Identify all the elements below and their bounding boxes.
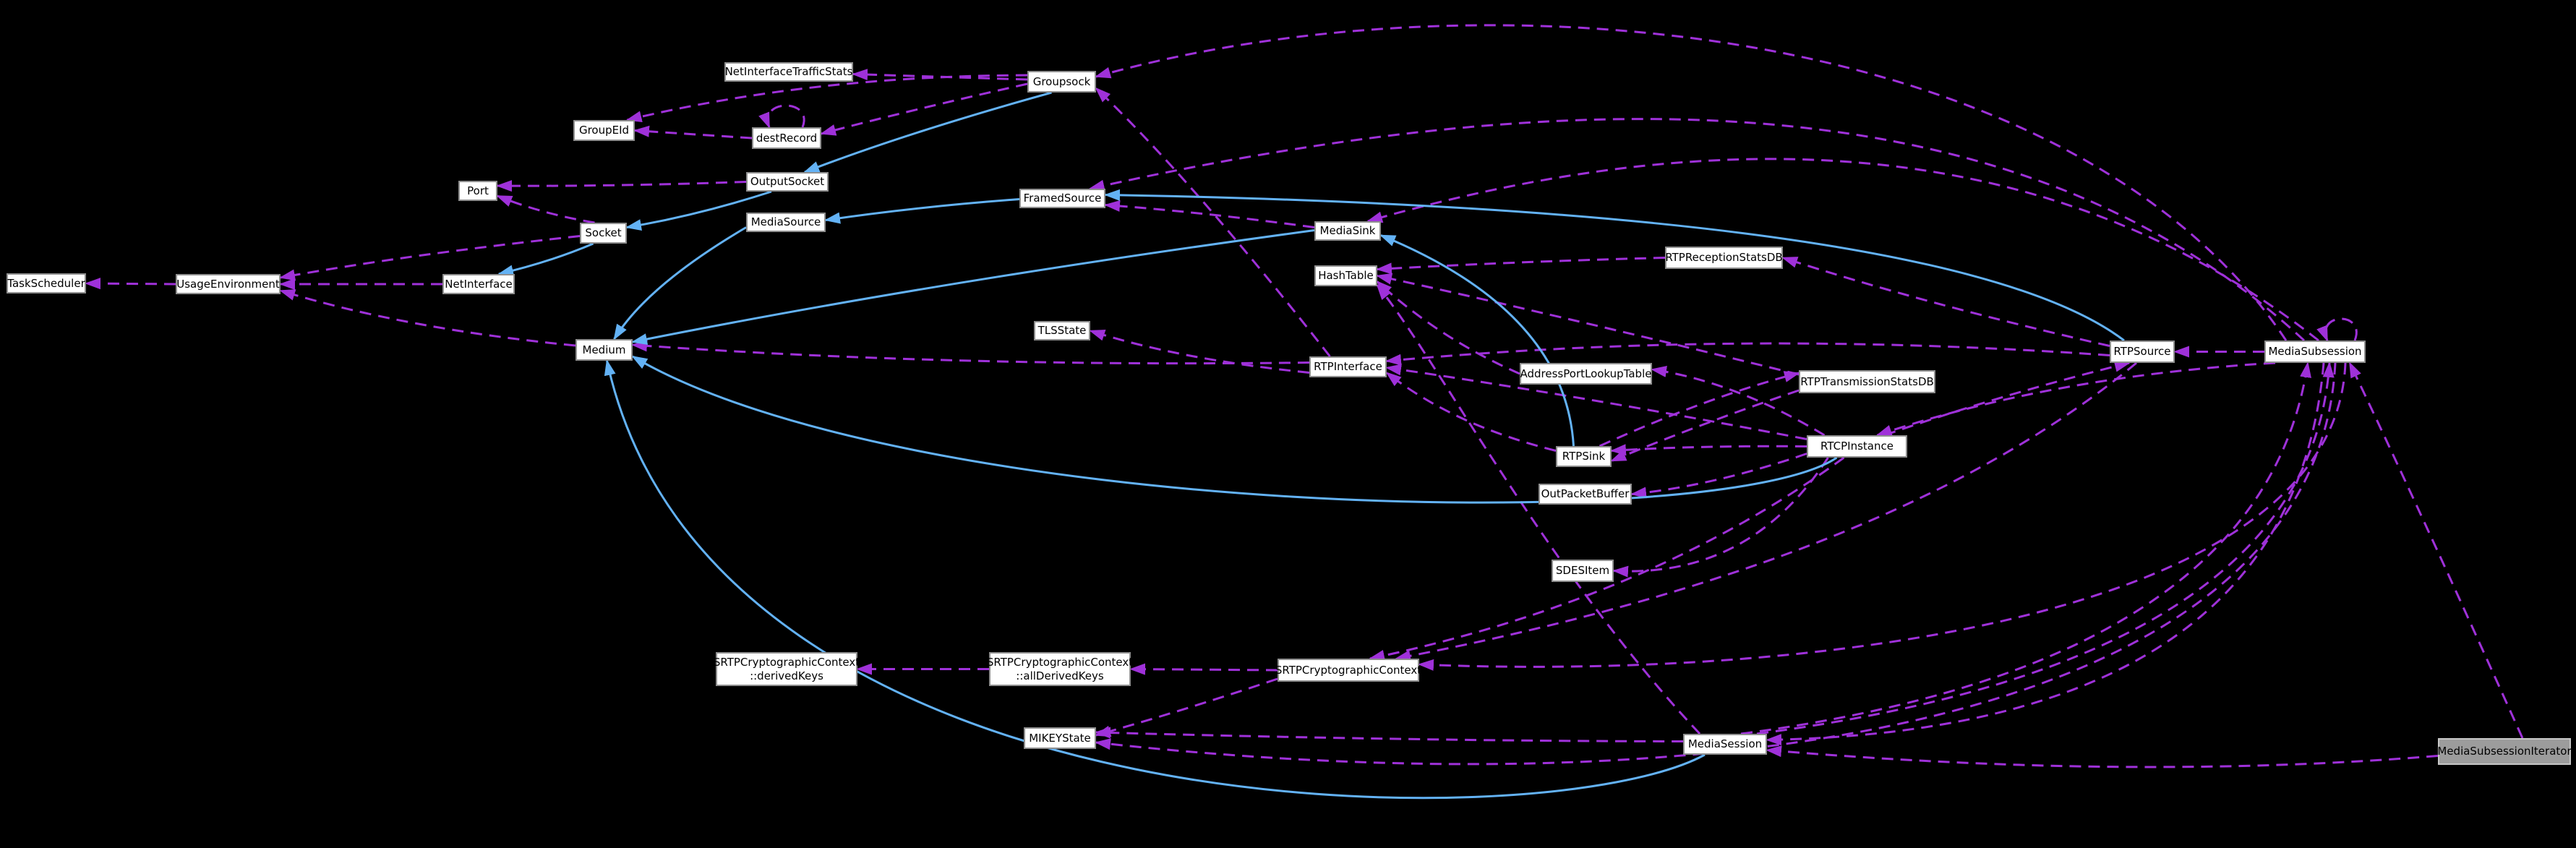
edge-fsrc-msrc xyxy=(824,198,1020,224)
edge-rtpsrc-sctx xyxy=(1395,361,2137,662)
node-HashTable[interactable]: HashTable xyxy=(1314,265,1377,286)
edge-sock-port xyxy=(496,194,595,224)
edge-msink-med xyxy=(631,229,1315,345)
edge-msess-mikey xyxy=(1095,727,1684,742)
edge-sctx-mikey xyxy=(1095,677,1278,737)
node-MediaSubsession[interactable]: MediaSubsession xyxy=(2264,341,2366,363)
edge-rrdb-htab xyxy=(1376,257,1666,275)
node-MediaSource[interactable]: MediaSource xyxy=(746,213,826,232)
edge-msub-msub xyxy=(2316,317,2358,342)
node-NetInterface[interactable]: NetInterface xyxy=(442,274,515,294)
edge-msess-msub xyxy=(1756,361,2335,735)
node-destRecord[interactable]: destRecord xyxy=(752,127,821,149)
node-RTCPInstance[interactable]: RTCPInstance xyxy=(1807,435,1907,458)
edge-osock-port xyxy=(496,180,747,192)
edge-msub-mikey xyxy=(1095,362,2337,766)
edge-rtpsrc-fsrc xyxy=(1104,189,2125,342)
edge-msubit-msub xyxy=(2348,361,2524,739)
edge-msub-rtcp xyxy=(1875,361,2276,437)
node-MIKEYState[interactable]: MIKEYState xyxy=(1024,727,1096,749)
node-RTPSource[interactable]: RTPSource xyxy=(2110,341,2175,363)
edge-drec-drec xyxy=(758,104,805,129)
edge-gsock-nits xyxy=(852,69,1028,81)
edge-rtpi-gsock xyxy=(1095,87,1331,357)
node-RTPSink[interactable]: RTPSink xyxy=(1556,446,1612,467)
edge-msess-msub xyxy=(1740,361,2311,735)
edge-rtdb-rtpsink xyxy=(1610,389,1800,462)
node-MediaSession[interactable]: MediaSession xyxy=(1683,734,1767,755)
node-Groupsock[interactable]: Groupsock xyxy=(1027,71,1096,93)
node-Medium[interactable]: Medium xyxy=(575,339,633,361)
edge-msub-msink xyxy=(1366,158,2319,342)
node-RTPTransmissionStatsDB[interactable]: RTPTransmissionStatsDB xyxy=(1799,370,1935,393)
edge-med-ue xyxy=(279,289,576,347)
node-OutputSocket[interactable]: OutputSocket xyxy=(746,172,829,192)
edge-drec-geid xyxy=(633,125,753,140)
edge-rtpsink-rtdb xyxy=(1599,371,1800,447)
node-TLSState[interactable]: TLSState xyxy=(1034,321,1090,341)
node-SRTPCryptographicContext[interactable]: SRTPCryptographicContext xyxy=(1275,659,1421,682)
node-NetInterfaceTrafficStats[interactable]: NetInterfaceTrafficStats xyxy=(724,62,853,82)
node-OutPacketBuffer[interactable]: OutPacketBuffer xyxy=(1539,484,1632,505)
edge-msub-gsock xyxy=(1095,24,2288,341)
node-SRTPCryptographicContext-allDerivedKeys[interactable]: SRTPCryptographicContext ::allDerivedKey… xyxy=(987,652,1133,686)
edge-msink-fsrc xyxy=(1104,200,1315,228)
edge-rtpsrc-rtpi xyxy=(1385,342,2110,366)
node-RTPInterface[interactable]: RTPInterface xyxy=(1309,356,1387,377)
node-TaskScheduler[interactable]: TaskScheduler xyxy=(7,273,86,294)
node-UsageEnvironment[interactable]: UsageEnvironment xyxy=(176,274,281,294)
node-FramedSource[interactable]: FramedSource xyxy=(1019,189,1105,208)
edge-msub-fsrc xyxy=(1088,118,2306,342)
node-Port[interactable]: Port xyxy=(458,181,497,201)
edge-rtpsrc-rrdb xyxy=(1781,257,2110,347)
edge-rtpsink-msink xyxy=(1379,234,1575,447)
node-RTPReceptionStatsDB[interactable]: RTPReceptionStatsDB xyxy=(1665,247,1783,269)
edge-sock-ni xyxy=(497,242,594,277)
edge-rtcp-rtpi xyxy=(1385,364,1807,440)
edge-sctx-sadk xyxy=(1129,663,1278,675)
node-SRTPCryptographicContext-derivedKeys[interactable]: SRTPCryptographicContext ::derivedKeys xyxy=(714,652,860,686)
edge-gsock-geid xyxy=(625,74,1028,123)
edge-sock-ue xyxy=(279,235,581,281)
node-AddressPortLookupTable[interactable]: AddressPortLookupTable xyxy=(1520,363,1652,385)
node-MediaSink[interactable]: MediaSink xyxy=(1314,221,1381,241)
edge-rtcp-sctx xyxy=(1369,456,1845,661)
edge-msess-htab xyxy=(1376,283,1701,735)
edge-rtcp-opb xyxy=(1630,453,1807,499)
edge-rtcp-rtpsink xyxy=(1610,444,1807,456)
edge-msess-med xyxy=(604,359,1706,800)
node-Socket[interactable]: Socket xyxy=(580,223,627,244)
node-GroupEId[interactable]: GroupEId xyxy=(573,120,635,141)
edge-rtpi-med xyxy=(631,340,1310,365)
edge-ue-ts xyxy=(85,278,176,290)
node-SDESItem[interactable]: SDESItem xyxy=(1552,560,1614,582)
edge-rtpi-tls xyxy=(1089,330,1310,374)
node-MediaSubsessionIterator[interactable]: MediaSubsessionIterator xyxy=(2437,738,2572,765)
edge-msub-msess xyxy=(1766,362,2325,746)
edge-osock-sock xyxy=(625,190,772,231)
edge-rtcp-aplt xyxy=(1651,366,1826,437)
edge-rtcp-med xyxy=(631,355,1838,504)
edge-rtdb-htab xyxy=(1376,273,1800,376)
edge-aplt-htab xyxy=(1376,280,1520,375)
edge-gsock-osock xyxy=(803,91,1052,174)
edge-rtpsink-rtpi xyxy=(1385,372,1557,452)
edge-msub-sctx xyxy=(1418,362,2347,671)
edge-msrc-med xyxy=(613,226,747,341)
edge-msubit-msess xyxy=(1766,745,2439,768)
